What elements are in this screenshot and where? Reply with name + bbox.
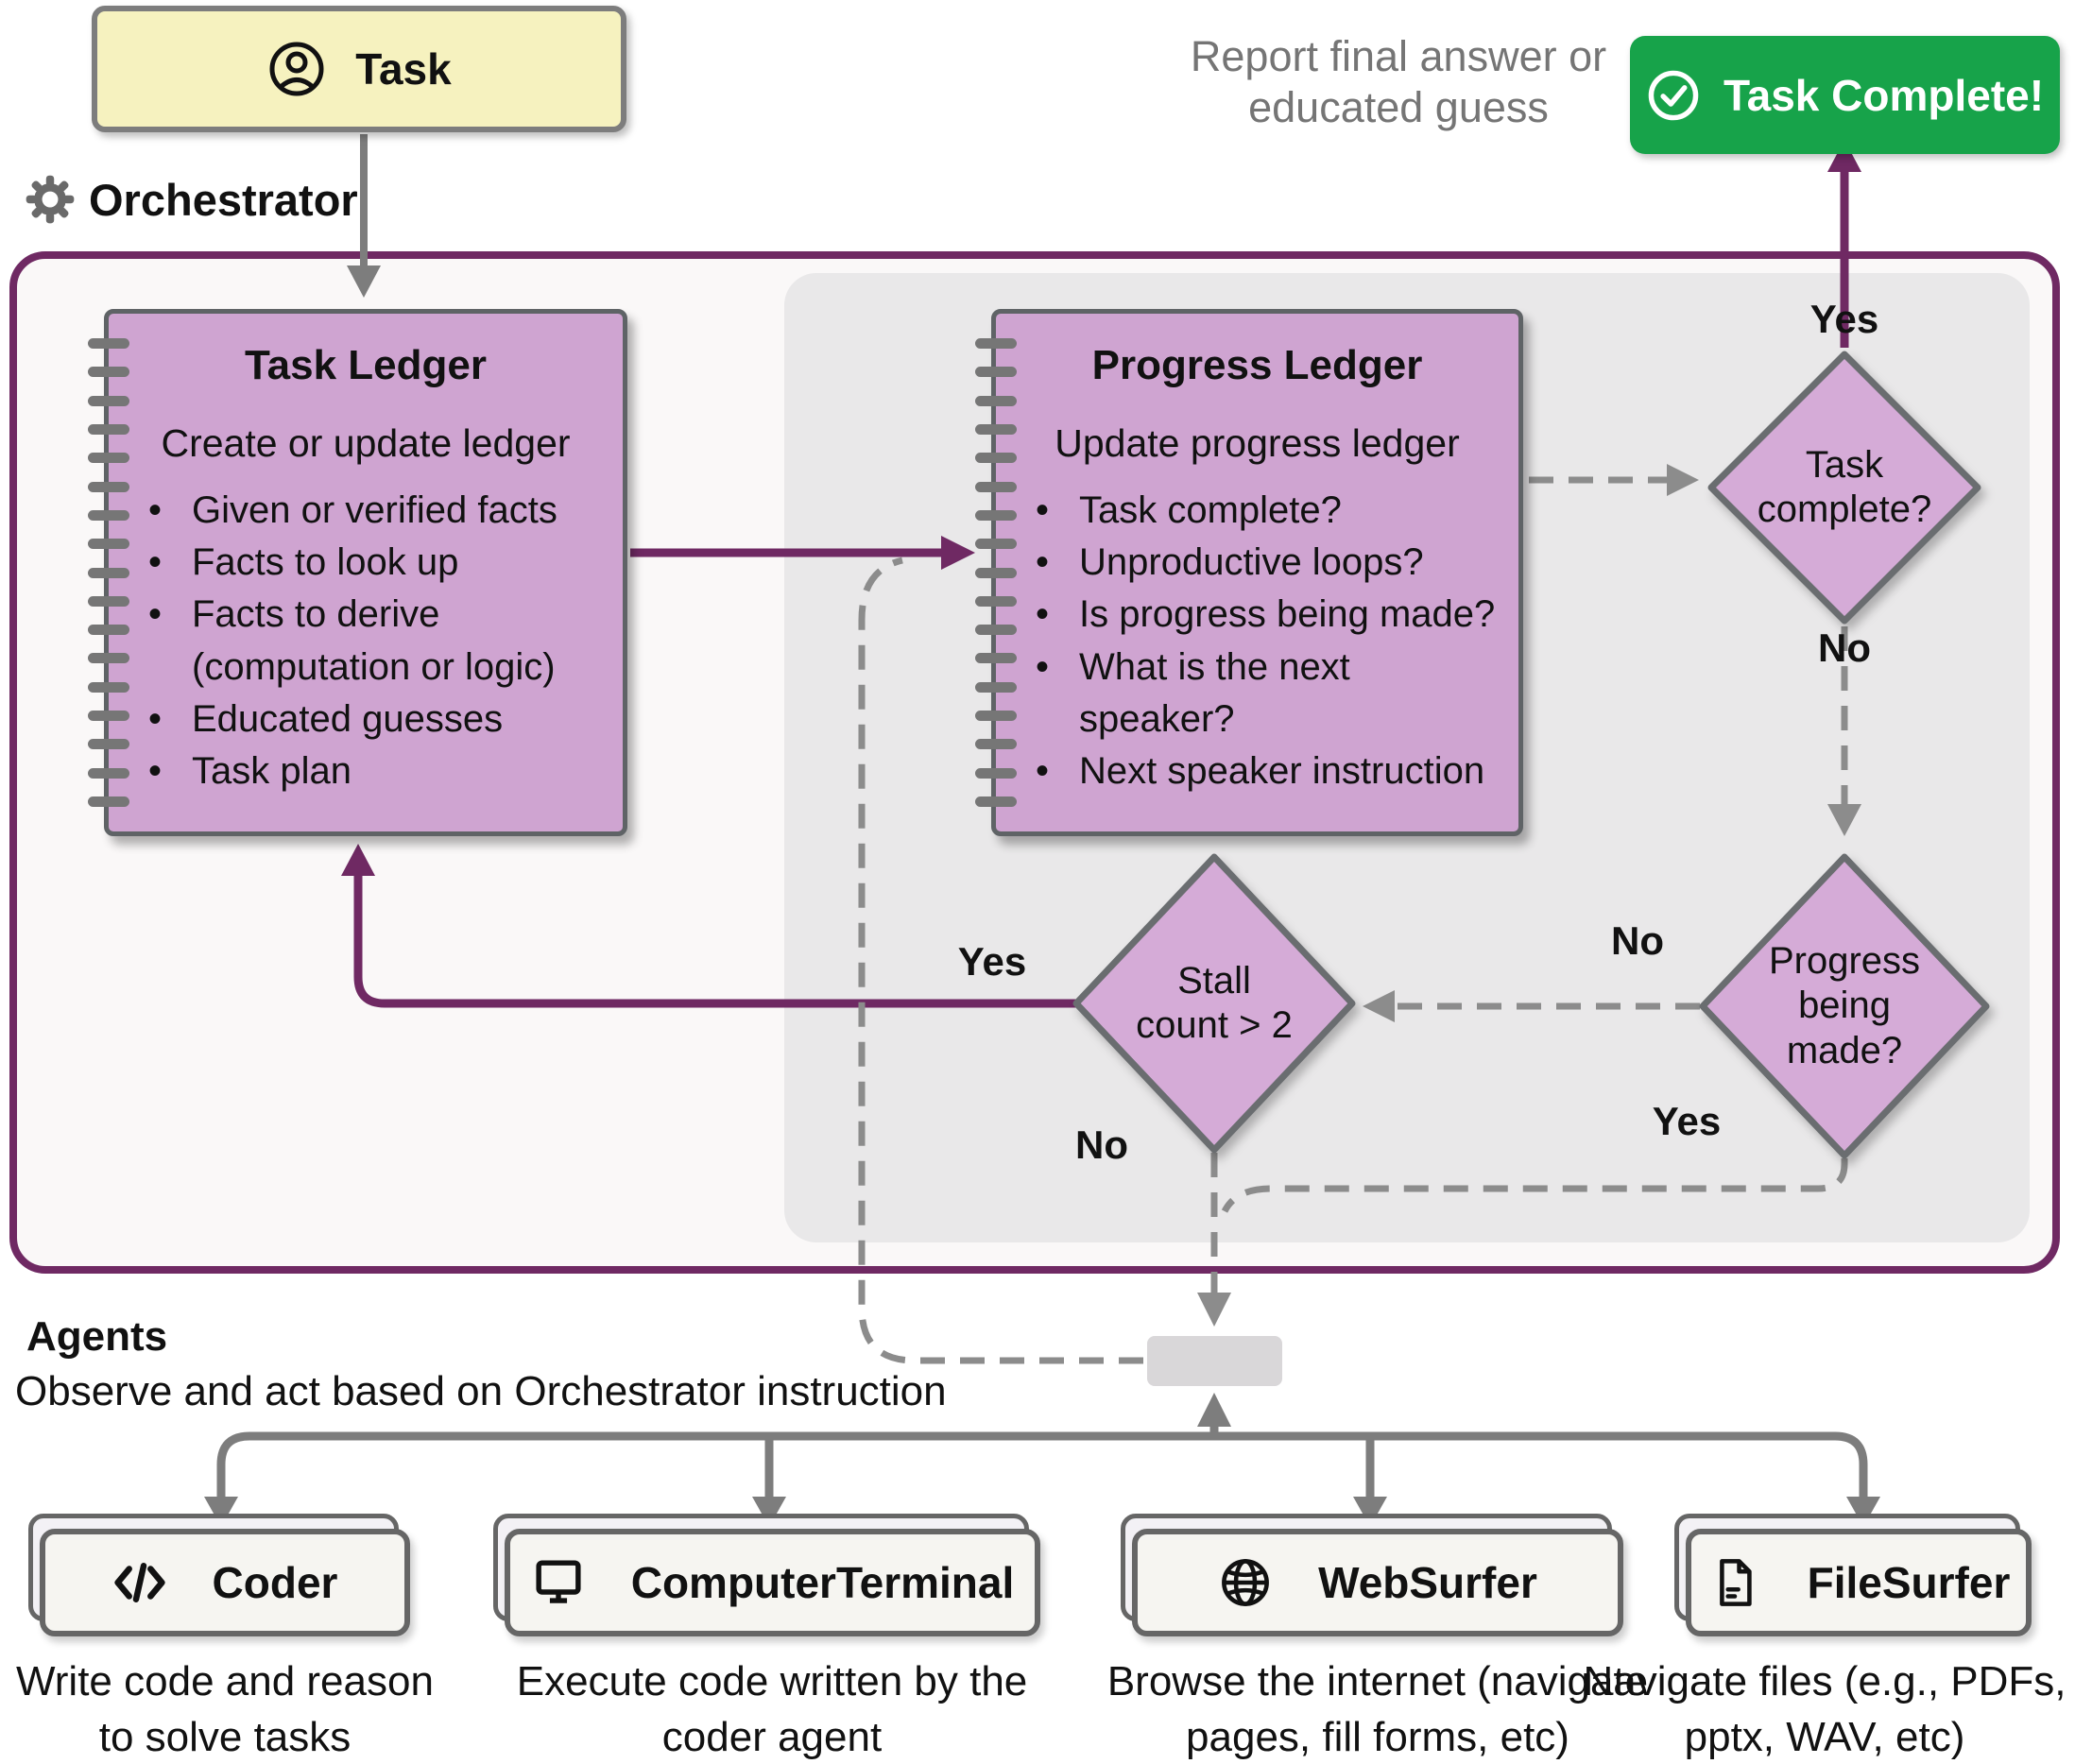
stall-count-decision-label: Stall count > 2 xyxy=(1136,959,1293,1046)
user-icon xyxy=(266,39,327,99)
spiral-tab xyxy=(975,595,1017,607)
spiral-tab xyxy=(88,453,129,464)
agent-description-filesurfer: Navigate files (e.g., PDFs, pptx, WAV, e… xyxy=(1583,1658,2066,1761)
task-complete-label: Task Complete! xyxy=(1723,70,2045,120)
spiral-tab xyxy=(88,681,129,693)
spiral-tab xyxy=(88,423,129,435)
progress-being-made-yes-label: Yes xyxy=(1652,1099,1722,1143)
agent-title: FileSurfer xyxy=(1807,1558,2011,1607)
orchestrator-heading: Orchestrator xyxy=(25,173,358,226)
spiral-tab xyxy=(975,653,1017,664)
spiral-tab xyxy=(88,711,129,722)
file-icon xyxy=(1707,1555,1762,1610)
agent-card-websurfer: WebSurfer xyxy=(1132,1529,1623,1636)
task-complete-decision-label: Task complete? xyxy=(1757,443,1932,530)
ledger-bullet: Is progress being made? xyxy=(1028,589,1500,641)
task-complete-yes-label: Yes xyxy=(1809,297,1879,341)
agent-description-computerterminal: Execute code written by the coder agent xyxy=(516,1658,1028,1761)
spiral-tab xyxy=(88,767,129,779)
ledger-bullet: Given or verified facts xyxy=(141,485,604,537)
spiral-tab xyxy=(88,796,129,807)
spiral-tab xyxy=(88,509,129,521)
gear-icon xyxy=(25,174,76,225)
agent-description-websurfer: Browse the internet (navigate pages, fil… xyxy=(1106,1658,1649,1761)
spiral-tab xyxy=(975,711,1017,722)
spiral-tab xyxy=(975,739,1017,750)
spiral-tab xyxy=(88,539,129,550)
agent-title: Coder xyxy=(212,1558,338,1607)
task-complete-no-label: No xyxy=(1818,625,1871,670)
progress-ledger-subtitle: Update progress ledger xyxy=(1055,421,1460,465)
ledger-bullet: Task complete? xyxy=(1028,485,1500,537)
spiral-tab xyxy=(88,481,129,492)
spiral-tab xyxy=(975,481,1017,492)
spiral-tab xyxy=(975,567,1017,578)
spiral-tab xyxy=(975,681,1017,693)
spiral-tab xyxy=(88,567,129,578)
agent-card-filesurfer: FileSurfer xyxy=(1686,1529,2032,1636)
agent-title: ComputerTerminal xyxy=(630,1558,1015,1607)
arrowhead-down-icon xyxy=(1197,1293,1231,1327)
ledger-bullet: Next speaker instruction xyxy=(1028,745,1500,797)
ledger-bullet: What is the next speaker? xyxy=(1028,642,1500,745)
agents-branch-line xyxy=(216,1431,1868,1500)
terminal-icon xyxy=(531,1555,586,1610)
globe-icon xyxy=(1218,1555,1273,1610)
agent-card-computerterminal: ComputerTerminal xyxy=(505,1529,1040,1636)
orchestrator-label: Orchestrator xyxy=(89,174,358,225)
spiral-tab xyxy=(975,539,1017,550)
agents-heading: Agents xyxy=(26,1313,168,1360)
spiral-tab xyxy=(975,338,1017,349)
spiral-tab xyxy=(975,767,1017,779)
spiral-tab xyxy=(88,739,129,750)
spiral-tab xyxy=(975,395,1017,406)
ledger-bullet: Facts to derive (computation or logic) xyxy=(141,589,604,693)
spiral-binding xyxy=(975,338,1017,807)
spiral-tab xyxy=(88,625,129,636)
ledger-bullet: Task plan xyxy=(141,745,604,797)
agent-description-coder: Write code and reason to solve tasks xyxy=(16,1658,434,1761)
task-input-box: Task xyxy=(92,6,626,132)
agents-subheading: Observe and act based on Orchestrator in… xyxy=(15,1368,947,1414)
progress-ledger-bullets: Task complete?Unproductive loops?Is prog… xyxy=(996,485,1518,797)
task-ledger: Task Ledger Create or update ledger Give… xyxy=(88,309,627,836)
agent-card-coder: Coder xyxy=(40,1529,410,1636)
spiral-tab xyxy=(975,367,1017,378)
spiral-tab xyxy=(88,653,129,664)
task-label: Task xyxy=(355,44,452,94)
report-note: Report final answer or educated guess xyxy=(1190,32,1607,131)
task-ledger-title: Task Ledger xyxy=(245,342,487,388)
spiral-tab xyxy=(975,625,1017,636)
spiral-tab xyxy=(975,796,1017,807)
spiral-tab xyxy=(88,595,129,607)
ledger-bullet: Educated guesses xyxy=(141,694,604,745)
spiral-tab xyxy=(88,367,129,378)
task-complete-button: Task Complete! xyxy=(1630,36,2060,154)
check-circle-icon xyxy=(1646,68,1701,123)
spiral-tab xyxy=(975,453,1017,464)
progress-being-made-no-label: No xyxy=(1611,918,1664,963)
spiral-tab xyxy=(975,509,1017,521)
code-icon xyxy=(112,1555,167,1610)
stall-count-no-label: No xyxy=(1075,1122,1128,1167)
progress-ledger-title: Progress Ledger xyxy=(1091,342,1423,388)
stall-count-yes-label: Yes xyxy=(957,939,1027,984)
progress-being-made-decision-label: Progress being made? xyxy=(1768,940,1921,1071)
arrowhead-up-icon xyxy=(1197,1393,1231,1427)
task-ledger-subtitle: Create or update ledger xyxy=(161,421,571,465)
progress-ledger: Progress Ledger Update progress ledger T… xyxy=(975,309,1523,836)
ledger-bullet: Facts to look up xyxy=(141,537,604,589)
task-ledger-bullets: Given or verified factsFacts to look upF… xyxy=(109,485,623,797)
agent-title: WebSurfer xyxy=(1318,1558,1537,1607)
spiral-tab xyxy=(88,395,129,406)
spiral-tab xyxy=(88,338,129,349)
spiral-tab xyxy=(975,423,1017,435)
next-speaker-connector xyxy=(1147,1336,1282,1386)
spiral-binding xyxy=(88,338,129,807)
ledger-bullet: Unproductive loops? xyxy=(1028,537,1500,589)
